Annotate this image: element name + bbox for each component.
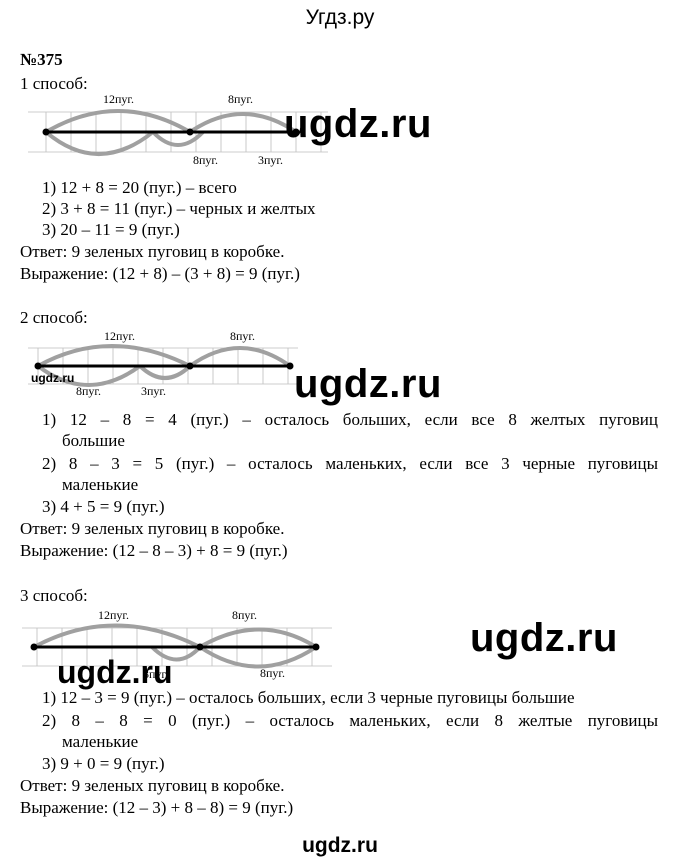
method3-step-3: 3) 9 + 0 = 9 (пуг.) bbox=[42, 754, 165, 773]
method1-label-top-right: 8пуг. bbox=[228, 92, 253, 106]
watermark: ugdz.ru bbox=[470, 616, 618, 660]
method3-label-bottom-left: 3пуг. bbox=[143, 667, 168, 681]
watermark-small: ugdz.ru bbox=[31, 371, 75, 385]
method3-diagram bbox=[22, 623, 332, 669]
method2-step-3: 3) 4 + 5 = 9 (пуг.) bbox=[42, 497, 165, 516]
method1-label-bottom-left: 8пуг. bbox=[193, 153, 218, 167]
method2-diagram bbox=[28, 344, 298, 387]
method1-label-top-left: 12пуг. bbox=[103, 92, 134, 106]
method2-answer: Ответ: 9 зеленых пуговиц в коробке. bbox=[20, 519, 285, 538]
method2-step-2: 2) 8 – 3 = 5 (пуг.) – осталось маленьких… bbox=[42, 454, 658, 473]
method1-label-bottom-right: 3пуг. bbox=[258, 153, 283, 167]
method3-label-bottom-right: 8пуг. bbox=[260, 666, 285, 680]
method3-step-2: 2) 8 – 8 = 0 (пуг.) – осталось маленьких… bbox=[42, 711, 658, 730]
method2-label-bottom-right: 3пуг. bbox=[141, 384, 166, 398]
method1-diagram bbox=[28, 109, 328, 156]
method1-answer: Ответ: 9 зеленых пуговиц в коробке. bbox=[20, 242, 285, 261]
method2-label-bottom-left: 8пуг. bbox=[76, 384, 101, 398]
method1-step-2: 2) 3 + 8 = 11 (пуг.) – черных и желтых bbox=[42, 199, 316, 218]
task-number: №375 bbox=[20, 50, 63, 69]
method3-step-1: 1) 12 – 3 = 9 (пуг.) – осталось больших,… bbox=[42, 688, 575, 707]
method2-title: 2 способ: bbox=[20, 308, 88, 327]
method3-label-top-left: 12пуг. bbox=[98, 608, 129, 622]
watermark: ugdz.ru bbox=[284, 102, 432, 146]
method1-step-3: 3) 20 – 11 = 9 (пуг.) bbox=[42, 220, 180, 239]
watermark-mid: ugdz.ru bbox=[57, 654, 173, 690]
method1-expression: Выражение: (12 + 8) – (3 + 8) = 9 (пуг.) bbox=[20, 264, 300, 283]
method2-step-2-cont: маленькие bbox=[62, 475, 139, 494]
method3-answer: Ответ: 9 зеленых пуговиц в коробке. bbox=[20, 776, 285, 795]
method1-title: 1 способ: bbox=[20, 74, 88, 93]
method3-step-2-cont: маленькие bbox=[62, 732, 139, 751]
method2-label-top-right: 8пуг. bbox=[230, 329, 255, 343]
method1-step-1: 1) 12 + 8 = 20 (пуг.) – всего bbox=[42, 178, 237, 197]
method3-title: 3 способ: bbox=[20, 586, 88, 605]
method2-expression: Выражение: (12 – 8 – 3) + 8 = 9 (пуг.) bbox=[20, 541, 288, 560]
method3-label-top-right: 8пуг. bbox=[232, 608, 257, 622]
site-footer: ugdz.ru bbox=[302, 834, 378, 857]
site-header: Угдз.ру bbox=[305, 6, 375, 29]
method2-step-1-cont: большие bbox=[62, 431, 125, 450]
method2-step-1: 1) 12 – 8 = 4 (пуг.) – осталось больших,… bbox=[42, 410, 658, 429]
watermark: ugdz.ru bbox=[294, 362, 442, 406]
method3-expression: Выражение: (12 – 3) + 8 – 8) = 9 (пуг.) bbox=[20, 798, 294, 817]
method2-label-top-left: 12пуг. bbox=[104, 329, 135, 343]
